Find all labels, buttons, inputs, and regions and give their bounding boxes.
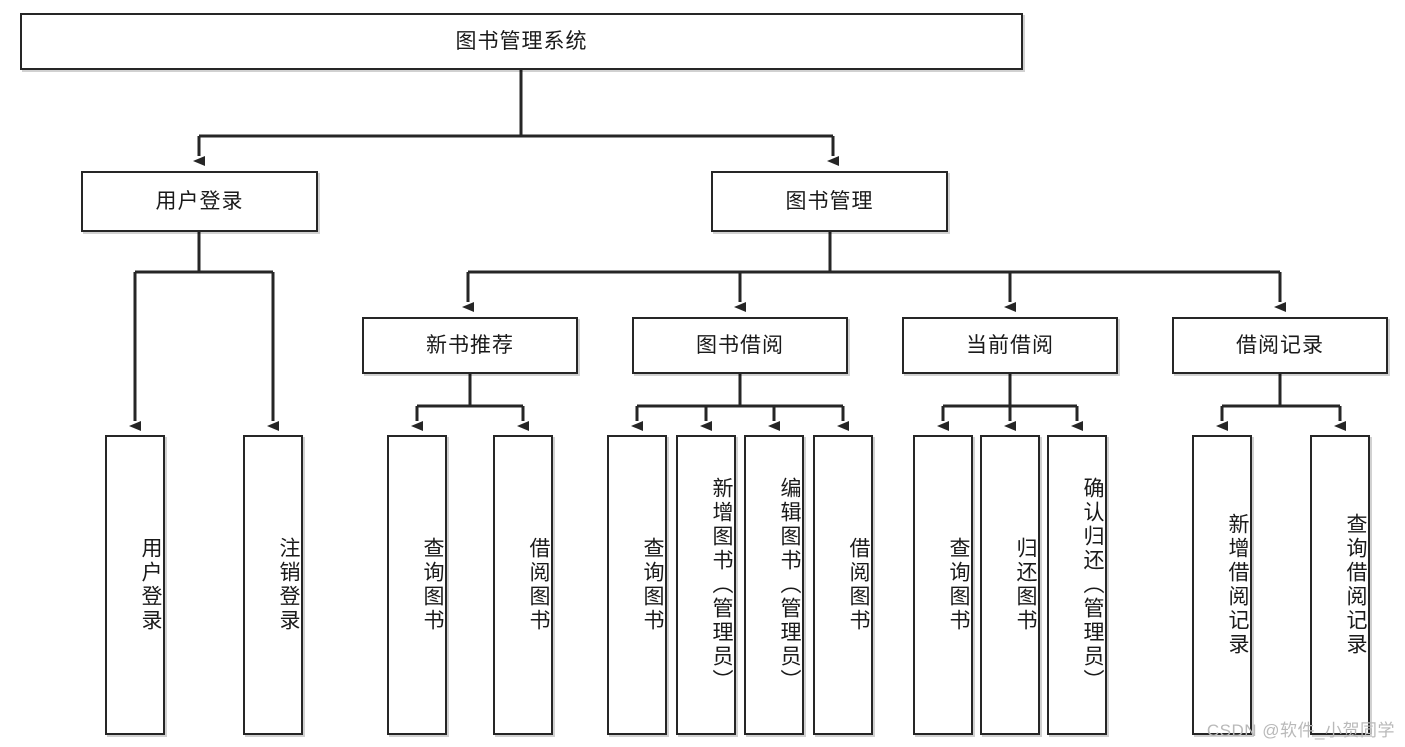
leaf-borrow-borrow-books[interactable]: 借阅图书 (813, 435, 873, 735)
leaf-record-add-borrow-record[interactable]: 新增借阅记录 (1192, 435, 1252, 735)
leaf-current-confirm-return-admin[interactable]: 确认归还（管理员） (1047, 435, 1107, 735)
leaf-current-query-books[interactable]: 查询图书 (913, 435, 973, 735)
leaf-borrow-edit-book-admin[interactable]: 编辑图书（管理员） (744, 435, 804, 735)
node-label: 图书借阅 (696, 333, 784, 357)
node-label: 借阅记录 (1236, 333, 1324, 357)
node-label: 当前借阅 (966, 333, 1054, 357)
node-borrowing-records[interactable]: 借阅记录 (1172, 317, 1388, 374)
leaf-borrow-query-books[interactable]: 查询图书 (607, 435, 667, 735)
node-book-management[interactable]: 图书管理 (711, 171, 948, 232)
leaf-current-return-books[interactable]: 归还图书 (980, 435, 1040, 735)
node-label: 新书推荐 (426, 333, 514, 357)
node-label: 查询图书 (421, 537, 444, 633)
node-label: 查询图书 (947, 537, 970, 633)
node-label: 用户登录 (139, 537, 162, 633)
node-label: 借阅图书 (847, 537, 870, 633)
node-label: 查询图书 (641, 537, 664, 633)
node-label: 用户登录 (155, 189, 244, 213)
node-label: 编辑图书（管理员） (778, 477, 801, 693)
leaf-user-login-login[interactable]: 用户登录 (105, 435, 165, 735)
node-label: 图书管理 (785, 189, 874, 213)
node-label: 查询借阅记录 (1344, 513, 1367, 657)
node-user-login[interactable]: 用户登录 (81, 171, 318, 232)
leaf-new-book-borrow-books[interactable]: 借阅图书 (493, 435, 553, 735)
leaf-borrow-add-book-admin[interactable]: 新增图书（管理员） (676, 435, 736, 735)
leaf-user-login-logout[interactable]: 注销登录 (243, 435, 303, 735)
node-book-borrowing[interactable]: 图书借阅 (632, 317, 848, 374)
leaf-record-query-borrow-record[interactable]: 查询借阅记录 (1310, 435, 1370, 735)
node-label: 新增图书（管理员） (710, 477, 733, 693)
leaf-new-book-query-books[interactable]: 查询图书 (387, 435, 447, 735)
node-label: 注销登录 (277, 537, 300, 633)
node-label: 新增借阅记录 (1226, 513, 1249, 657)
node-label: 确认归还（管理员） (1081, 477, 1104, 693)
node-label: 借阅图书 (527, 537, 550, 633)
node-root-book-management-system[interactable]: 图书管理系统 (20, 13, 1023, 70)
node-current-borrowing[interactable]: 当前借阅 (902, 317, 1118, 374)
node-label: 图书管理系统 (455, 29, 588, 53)
node-new-book-recommendation[interactable]: 新书推荐 (362, 317, 578, 374)
node-label: 归还图书 (1014, 537, 1037, 633)
watermark: CSDN @软件_小贺同学 (1206, 721, 1395, 740)
